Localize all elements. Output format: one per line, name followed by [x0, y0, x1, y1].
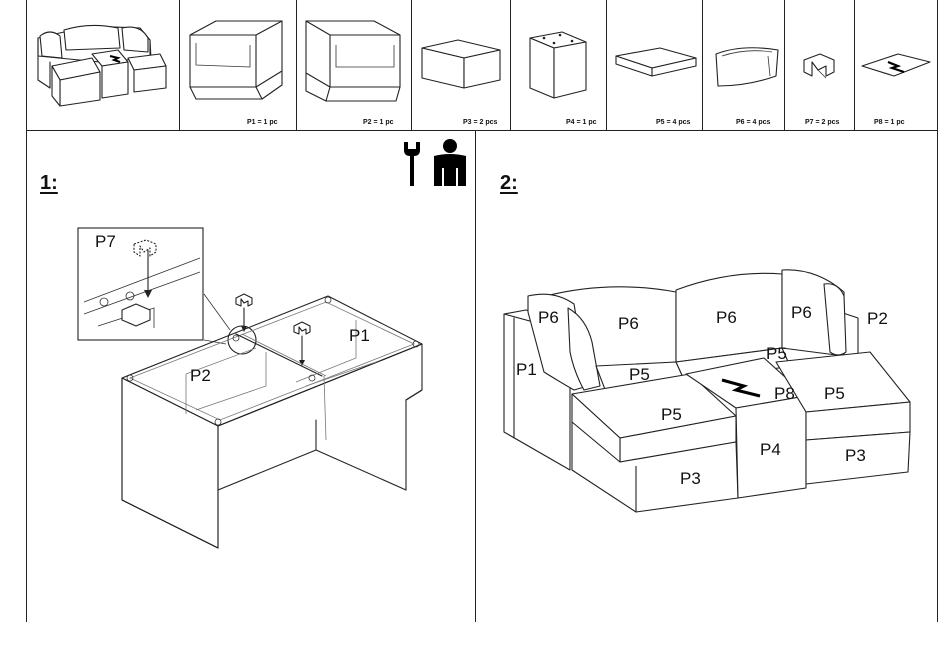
step-1-number: 1: [40, 172, 58, 195]
part-caption-p7: P7 = 2 pcs [805, 119, 839, 126]
step-2-label-p5-2: P5 [629, 365, 650, 385]
person-icon [430, 138, 470, 188]
step-2-label-p6-3: P6 [716, 308, 737, 328]
step-2-label-p3-2: P3 [680, 469, 701, 489]
step-2-label-p2: P2 [867, 309, 888, 329]
part-caption-p1: P1 = 1 pc [247, 119, 278, 126]
ottoman-icon [418, 36, 506, 96]
sofa-overview-icon [30, 18, 170, 108]
cell-divider [606, 0, 607, 130]
step-2-label-p6-4: P6 [791, 303, 812, 323]
corner-seat-right-icon [300, 15, 406, 105]
back-cushion-icon [712, 42, 782, 94]
step-2-sofa-drawing [500, 262, 920, 514]
side-table-icon [524, 30, 594, 102]
step-2-label-p5-1: P5 [766, 344, 787, 364]
connector-clip-icon [800, 50, 840, 84]
cell-divider [296, 0, 297, 130]
cell-divider [784, 0, 785, 130]
step-2-label-p3-1: P3 [845, 446, 866, 466]
part-caption-p2: P2 = 1 pc [363, 119, 394, 126]
wrench-icon [400, 140, 422, 188]
cell-divider [179, 0, 180, 130]
detail-label-p7: P7 [95, 232, 116, 252]
cell-divider [510, 0, 511, 130]
table-top-glass-icon [858, 50, 934, 86]
step-2-label-p4: P4 [760, 440, 781, 460]
cell-divider [411, 0, 412, 130]
step-1-label-p2: P2 [190, 366, 211, 386]
part-caption-p5: P5 = 4 pcs [656, 119, 690, 126]
step-2-number: 2: [500, 172, 518, 195]
part-caption-p3: P3 = 2 pcs [463, 119, 497, 126]
step-1-label-p1: P1 [349, 326, 370, 346]
corner-seat-left-icon [186, 15, 292, 105]
part-caption-p8: P8 = 1 pc [874, 119, 905, 126]
part-caption-p6: P6 = 4 pcs [736, 119, 770, 126]
cell-divider [702, 0, 703, 130]
cell-divider [854, 0, 855, 130]
step-2-label-p6-1: P6 [538, 308, 559, 328]
step-2-label-p6-2: P6 [618, 314, 639, 334]
step-2-label-p1: P1 [516, 360, 537, 380]
step-2-label-p8: P8 [774, 384, 795, 404]
seat-cushion-icon [612, 44, 700, 84]
step-2-label-p5-3: P5 [824, 384, 845, 404]
step-divider [475, 130, 476, 622]
step-1-frames-drawing [116, 290, 436, 560]
part-caption-p4: P4 = 1 pc [566, 119, 597, 126]
parts-row-divider [26, 130, 938, 131]
step-2-label-p5-4: P5 [661, 405, 682, 425]
